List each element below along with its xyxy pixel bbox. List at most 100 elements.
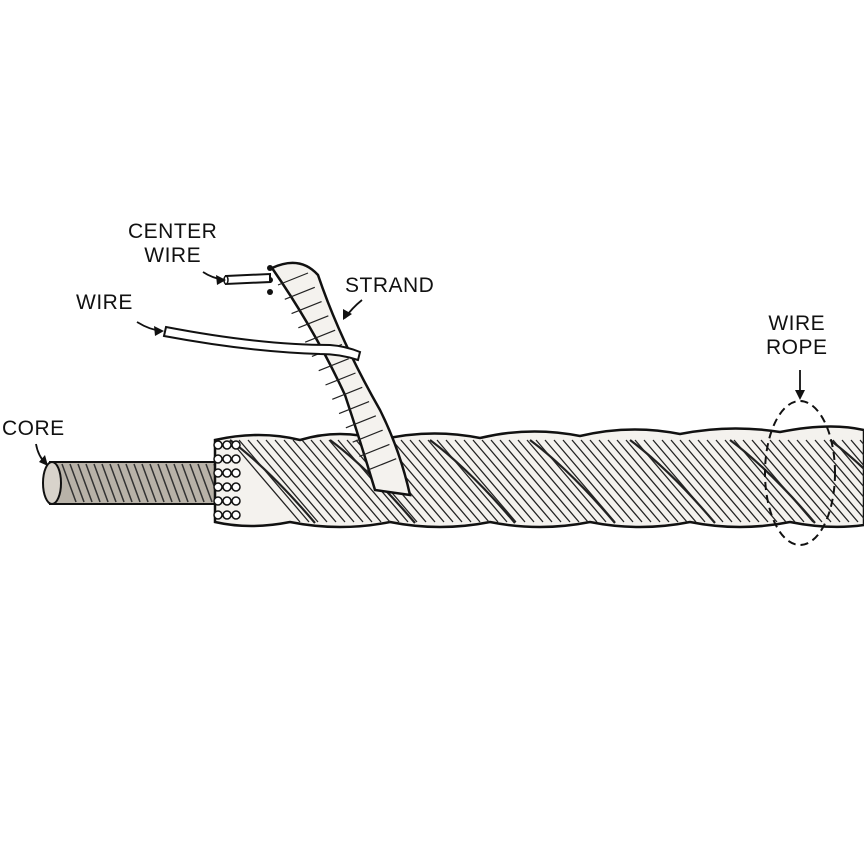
hatch-line	[463, 439, 535, 523]
wire-end	[213, 496, 223, 506]
hatch-line	[517, 439, 589, 523]
hatch-line	[173, 463, 189, 503]
hatch-line	[318, 358, 349, 372]
hatch-line	[332, 386, 363, 400]
hatch-line	[85, 463, 101, 503]
strand	[267, 261, 412, 497]
hatch-line	[652, 439, 724, 523]
hatch-line	[490, 439, 562, 523]
hatch-line	[814, 439, 864, 499]
wire-end	[222, 454, 232, 464]
hatch-line	[229, 439, 301, 523]
hatch-line	[616, 439, 688, 523]
hatch-line	[284, 286, 316, 300]
hatch-line	[69, 463, 85, 503]
hatch-line	[391, 439, 463, 523]
hatch-line	[724, 439, 796, 523]
hatch-line	[715, 439, 787, 523]
hatch-line	[679, 439, 751, 523]
hatch-line	[832, 439, 864, 478]
hatch-line	[760, 439, 832, 523]
wire-end	[231, 454, 241, 464]
hatch-line	[291, 301, 322, 315]
wire-end	[213, 454, 223, 464]
wire-end	[222, 440, 232, 450]
label-center-wire: CENTER WIRE	[128, 220, 217, 268]
label-wire-rope-line2: ROPE	[766, 336, 828, 359]
hatch-line	[472, 439, 544, 523]
hatch-line	[292, 439, 364, 523]
strand-boundary	[829, 439, 864, 471]
hatch-line	[850, 439, 864, 457]
strand-boundary	[529, 439, 616, 524]
strand-boundary	[429, 439, 516, 524]
hatch-line	[365, 458, 397, 472]
wire-end	[213, 440, 223, 450]
hatch-line	[598, 439, 670, 523]
hatch-line	[787, 439, 859, 523]
wire-end	[222, 510, 232, 520]
hatch-line	[325, 372, 356, 386]
hatch-line	[101, 463, 117, 503]
hatch-line	[778, 439, 850, 523]
hatch-line	[247, 439, 319, 523]
label-wire-rope-line1: WIRE	[768, 312, 826, 335]
hatch-line	[189, 463, 205, 503]
hatch-line	[181, 463, 197, 503]
wire-end	[231, 496, 241, 506]
hatch-line	[61, 463, 77, 503]
hatch-line	[256, 439, 328, 523]
hatch-line	[841, 439, 864, 467]
hatch-line	[670, 439, 742, 523]
hatch-line	[562, 439, 634, 523]
hatch-line	[274, 439, 346, 523]
hatch-line	[409, 439, 481, 523]
hatch-line	[418, 439, 490, 523]
hatch-line	[706, 439, 778, 523]
strand-boundary	[729, 439, 816, 524]
center-wire	[223, 272, 271, 286]
hatch-line	[499, 439, 571, 523]
hatch-line	[133, 463, 149, 503]
wire-end	[213, 482, 223, 492]
hatch-line	[553, 439, 625, 523]
wire-end	[231, 510, 241, 520]
wire-rope-section-outline	[764, 400, 836, 546]
hatch-line	[301, 439, 373, 523]
hatch-line	[238, 439, 310, 523]
hatch-line	[454, 439, 526, 523]
hatch-line	[751, 439, 823, 523]
hatch-line	[77, 463, 93, 503]
label-core: CORE	[2, 417, 65, 440]
wire-end	[222, 496, 232, 506]
hatch-line	[283, 439, 355, 523]
hatch-line	[661, 439, 733, 523]
hatch-line	[298, 315, 329, 329]
wire-end	[222, 468, 232, 478]
label-center-wire-line2: WIRE	[144, 244, 202, 267]
hatch-line	[359, 443, 390, 457]
wire-end	[231, 468, 241, 478]
hatch-line	[165, 463, 181, 503]
label-strand: STRAND	[345, 274, 435, 297]
hatch-line	[141, 463, 157, 503]
hatch-line	[697, 439, 769, 523]
hatch-line	[93, 463, 109, 503]
hatch-line	[277, 272, 309, 286]
hatch-line	[265, 439, 337, 523]
hatch-line	[526, 439, 598, 523]
hatch-line	[310, 439, 382, 523]
hatch-line	[796, 439, 864, 520]
hatch-line	[109, 463, 125, 503]
wire-rope-body	[213, 425, 864, 529]
hatch-line	[319, 439, 391, 523]
wire-end	[231, 440, 241, 450]
hatch-line	[589, 439, 661, 523]
hatch-line	[328, 439, 400, 523]
hatch-line	[625, 439, 697, 523]
strand-boundary	[629, 439, 716, 524]
hatch-line	[445, 439, 517, 523]
hatch-line	[769, 439, 841, 523]
